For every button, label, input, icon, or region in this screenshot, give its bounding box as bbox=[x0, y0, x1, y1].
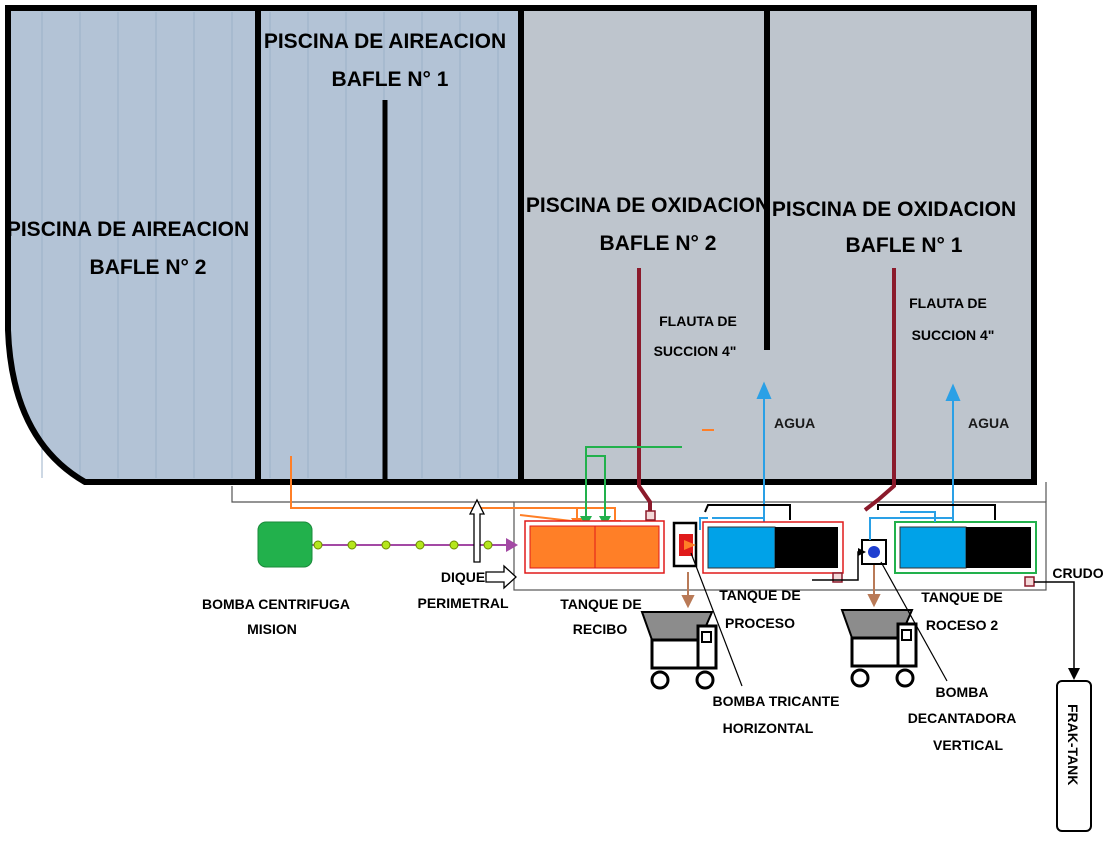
oxidation-pool-1-title: PISCINA DE OXIDACION bbox=[772, 198, 1016, 221]
oxidation-pool-1-baffle: BAFLE N° 1 bbox=[846, 234, 963, 257]
crude-arrowhead bbox=[1068, 668, 1080, 680]
aeration-pool bbox=[8, 8, 522, 482]
process-tank-2 bbox=[894, 521, 1037, 587]
decanter-pump-label-c: VERTICAL bbox=[933, 737, 1003, 753]
process-tank-label-b: PROCESO bbox=[725, 615, 795, 631]
sludge-drops bbox=[681, 565, 881, 609]
dike-up-arrow bbox=[468, 498, 486, 563]
oxidation-pool bbox=[522, 8, 1034, 482]
water-arrows bbox=[756, 381, 961, 525]
receiving-tank-label-b: RECIBO bbox=[573, 621, 628, 637]
aeration-pool-2-title: PISCINA DE AIREACION bbox=[7, 218, 249, 241]
purple-discharge-line bbox=[312, 538, 518, 552]
receiving-tank bbox=[524, 510, 665, 574]
pools bbox=[8, 8, 1034, 482]
equipment-labels: BOMBA CENTRIFUGA MISION DIQUE PERIMETRAL… bbox=[202, 565, 1103, 753]
pipe-fitting bbox=[313, 540, 323, 550]
pipe-fitting bbox=[483, 540, 493, 550]
decanter-pump bbox=[858, 539, 887, 565]
oxidation-pool-2-title: PISCINA DE OXIDACION bbox=[526, 194, 770, 217]
pipe-fitting bbox=[415, 540, 425, 550]
dike-arrows bbox=[468, 498, 517, 590]
process-tank-2-label-a: TANQUE DE bbox=[921, 589, 1002, 605]
tricanter-pump-label-a: BOMBA TRICANTE bbox=[712, 693, 839, 709]
aeration-pool-stripes bbox=[41, 12, 499, 478]
dike-label-b: PERIMETRAL bbox=[418, 595, 509, 611]
callout-leaders bbox=[690, 552, 948, 687]
pool-labels: PISCINA DE AIREACION BAFLE N° 1 PISCINA … bbox=[7, 30, 1016, 431]
dike-label-a: DIQUE bbox=[441, 569, 485, 585]
frak-tank-label: FRAK-TANK bbox=[1065, 704, 1081, 785]
process-tank-label-a: TANQUE DE bbox=[719, 587, 800, 603]
frak-tank bbox=[1056, 680, 1092, 832]
process-tank-2-piping bbox=[869, 504, 996, 540]
process-tank bbox=[702, 521, 844, 583]
suction-flute-1 bbox=[637, 268, 652, 514]
suction-flute-2-label-a: FLAUTA DE bbox=[909, 295, 987, 311]
suction-flute-2 bbox=[863, 268, 896, 512]
centrifugal-pump-label-a: BOMBA CENTRIFUGA bbox=[202, 596, 350, 612]
suction-flute-2-label-b: SUCCION 4" bbox=[912, 327, 995, 343]
pool-walls bbox=[5, 5, 1037, 485]
tricanter-pump bbox=[672, 521, 698, 568]
dike-right-arrow bbox=[485, 564, 517, 590]
dump-truck-2 bbox=[840, 609, 918, 688]
aeration-pool-1-title: PISCINA DE AIREACION bbox=[264, 30, 506, 53]
suction-flutes bbox=[637, 268, 896, 514]
dump-truck-1 bbox=[640, 611, 718, 690]
centrifugal-pump-label-b: MISION bbox=[247, 621, 297, 637]
oxidation-pool-2-baffle: BAFLE N° 2 bbox=[600, 232, 717, 255]
suction-flute-1-label-a: FLAUTA DE bbox=[659, 313, 737, 329]
centrifugal-pump bbox=[257, 521, 313, 568]
water-label-1: AGUA bbox=[774, 415, 815, 431]
pipe-fittings bbox=[313, 540, 493, 550]
aeration-pool-1-baffle: BAFLE N° 1 bbox=[332, 68, 449, 91]
decanter-pump-label-a: BOMBA bbox=[936, 684, 989, 700]
pipe-fitting bbox=[381, 540, 391, 550]
process-tank-2-label-b: ROCESO 2 bbox=[926, 617, 999, 633]
crude-line bbox=[1034, 581, 1075, 672]
aeration-pool-2-baffle: BAFLE N° 2 bbox=[90, 256, 207, 279]
decanter-pump-label-b: DECANTADORA bbox=[908, 710, 1017, 726]
outer-wall bbox=[5, 5, 1037, 485]
crude-label: CRUDO bbox=[1052, 565, 1103, 581]
receiving-tank-label-a: TANQUE DE bbox=[560, 596, 641, 612]
suction-flute-1-label-b: SUCCION 4" bbox=[654, 343, 737, 359]
green-recirc-pipe bbox=[585, 446, 682, 524]
tricanter-pump-label-b: HORIZONTAL bbox=[723, 720, 814, 736]
water-label-2: AGUA bbox=[968, 415, 1009, 431]
pipe-fitting bbox=[449, 540, 459, 550]
pipe-fitting bbox=[347, 540, 357, 550]
